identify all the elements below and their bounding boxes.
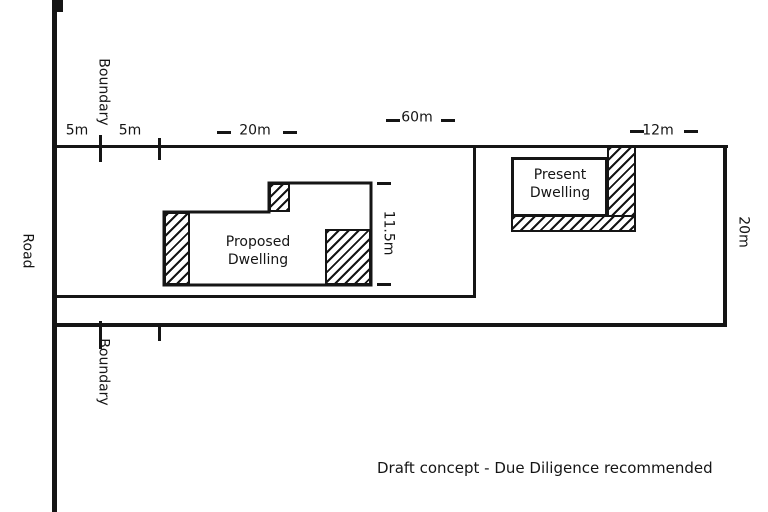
present-dwelling-label: Present Dwelling bbox=[529, 167, 591, 202]
dim-label-20m-right: 20m bbox=[735, 216, 752, 248]
dim-dash-12m-right bbox=[684, 130, 698, 133]
dim-dash-12m-left bbox=[630, 130, 644, 133]
boundary-tick-top-a bbox=[99, 135, 102, 162]
boundary-label-top: Boundary bbox=[95, 58, 112, 126]
road-line-cap bbox=[57, 0, 63, 12]
inner-lot-bottom-line bbox=[52, 295, 476, 298]
road-label: Road bbox=[19, 233, 36, 269]
dim-dash-60m-left bbox=[386, 119, 400, 122]
dim-dash-20m-left bbox=[217, 131, 231, 134]
dim-label-5m-a: 5m bbox=[65, 122, 89, 139]
present-bottom-wall-hatch bbox=[511, 215, 636, 232]
dim-dash-11-5m-bottom bbox=[377, 283, 391, 286]
dim-dash-11-5m-top bbox=[377, 182, 391, 185]
proposed-left-wall-hatch bbox=[164, 212, 190, 285]
dim-dash-60m-right bbox=[441, 119, 455, 122]
dim-label-11-5m: 11.5m bbox=[380, 210, 397, 256]
dim-dash-20m-right bbox=[283, 131, 297, 134]
present-dwelling-outline bbox=[511, 157, 608, 217]
boundary-tick-bottom-a bbox=[99, 321, 102, 349]
top-boundary-line bbox=[52, 145, 728, 148]
bottom-boundary-line bbox=[52, 323, 727, 327]
proposed-right-wall-hatch bbox=[325, 229, 371, 285]
proposed-dwelling-label: Proposed Dwelling bbox=[225, 234, 291, 269]
inner-lot-right-line bbox=[473, 145, 476, 298]
dim-label-12m: 12m bbox=[642, 122, 674, 139]
boundary-tick-top-b bbox=[158, 138, 161, 160]
boundary-label-bottom: Boundary bbox=[95, 338, 112, 406]
right-boundary-line bbox=[723, 145, 727, 327]
dim-label-5m-b: 5m bbox=[118, 122, 142, 139]
dim-label-60m: 60m bbox=[401, 109, 433, 126]
footer-note: Draft concept - Due Diligence recommende… bbox=[377, 459, 713, 477]
boundary-tick-bottom-b bbox=[158, 323, 161, 341]
road-edge-line bbox=[52, 0, 57, 512]
proposed-top-wall-hatch bbox=[269, 183, 290, 212]
dim-label-20m-top: 20m bbox=[239, 122, 271, 139]
